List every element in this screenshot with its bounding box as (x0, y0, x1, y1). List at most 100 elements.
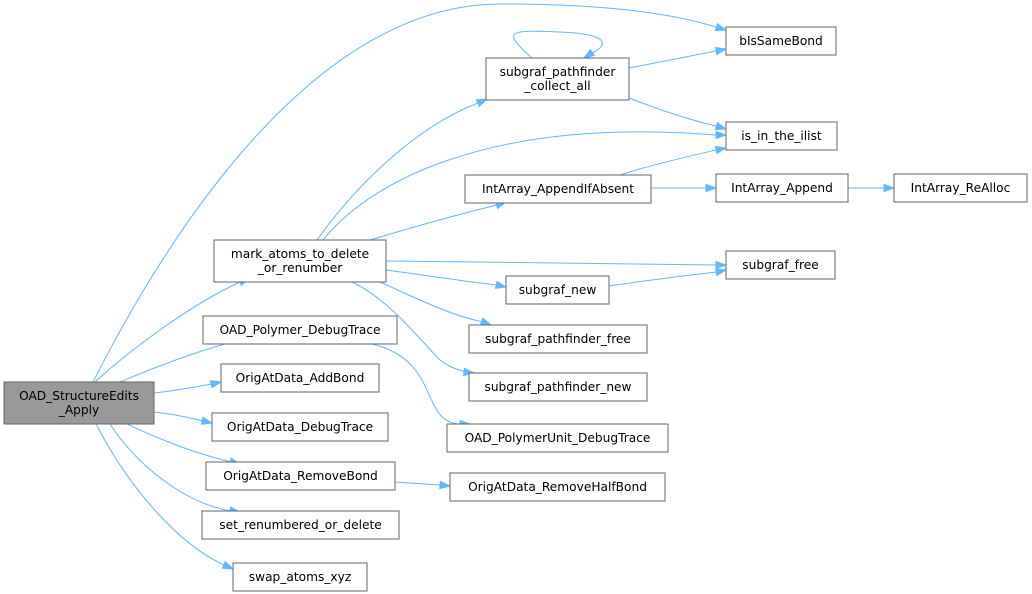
node-mark-atoms[interactable]: mark_atoms_to_delete_or_renumber (213, 239, 387, 283)
node-label: is_in_the_ilist (741, 129, 822, 143)
edge-mark_atoms-to-intarray_append_abs (369, 201, 508, 241)
node-set-renumbered[interactable]: set_renumbered_or_delete (201, 510, 400, 540)
node-label: OAD_PolymerUnit_DebugTrace (465, 431, 651, 445)
edge-line (385, 260, 717, 266)
edge-root-to-swap_atoms (95, 423, 235, 570)
arrowhead-icon (209, 380, 223, 389)
edge-line (379, 281, 484, 323)
node-label: OrigAtData_DebugTrace (227, 420, 373, 434)
node-box (464, 174, 652, 204)
node-label: set_renumbered_or_delete (219, 518, 382, 532)
arrowhead-icon (715, 260, 728, 270)
node-label: swap_atoms_xyz (249, 570, 351, 584)
node-label: _or_renumber (257, 261, 343, 275)
node-box (725, 26, 837, 56)
arrowhead-icon (200, 416, 214, 425)
node-orig-removehalf[interactable]: OrigAtData_RemoveHalfBond (449, 472, 666, 502)
edge-intarray_append-to-intarray_realloc (848, 183, 896, 193)
edge-mark_atoms-to-subgraf_free (385, 260, 728, 270)
node-bissamebond[interactable]: bIsSameBond (725, 26, 837, 56)
edge-line (371, 343, 462, 425)
edge-root-to-bissamebond (92, 3, 728, 383)
node-label: IntArray_Append (731, 181, 833, 195)
node-box (485, 57, 630, 101)
node-box (505, 275, 610, 305)
arrowhead-icon (714, 46, 728, 56)
edge-orig_removebond-to-orig_removehalf (394, 480, 452, 490)
node-box (468, 324, 648, 354)
edge-line (109, 423, 233, 512)
edge-intarray_append_abs-to-intarray_append (651, 183, 718, 193)
node-polymerunit-debug[interactable]: OAD_PolymerUnit_DebugTrace (446, 423, 669, 453)
edge-root-to-orig_debug (153, 411, 214, 425)
edge-intarray_append_abs-to-is_in_ilist (619, 145, 728, 176)
node-is-in-ilist[interactable]: is_in_the_ilist (725, 121, 838, 151)
edge-line (628, 97, 717, 127)
node-box (715, 173, 849, 203)
node-label: OrigAtData_AddBond (236, 371, 365, 385)
node-root[interactable]: OAD_StructureEdits_Apply (3, 381, 155, 425)
edge-line (95, 423, 225, 566)
node-subgraf-free[interactable]: subgraf_free (725, 250, 836, 280)
edge-pathfinder_collect-to-is_in_ilist (628, 97, 728, 131)
node-label: _collect_all (523, 79, 590, 93)
node-polymer-debug[interactable]: OAD_Polymer_DebugTrace (202, 315, 398, 345)
arrowhead-icon (715, 130, 728, 140)
node-subgraf-new[interactable]: subgraf_new (505, 275, 610, 305)
call-graph-nodes: OAD_StructureEdits_Apply mark_atoms_to_de… (3, 26, 1028, 592)
node-intarray-realloc[interactable]: IntArray_ReAlloc (893, 173, 1028, 203)
edge-pathfinder_collect-to-bissamebond (628, 46, 728, 69)
arrowhead-icon (714, 121, 728, 131)
node-orig-debug[interactable]: OrigAtData_DebugTrace (211, 412, 389, 442)
node-box (232, 562, 368, 592)
node-box (725, 121, 838, 151)
node-label: subgraf_pathfinder_free (485, 332, 631, 346)
node-orig-removebond[interactable]: OrigAtData_RemoveBond (205, 461, 396, 491)
edge-line (513, 30, 603, 59)
edge-line (92, 3, 717, 383)
node-box (202, 315, 398, 345)
node-box (201, 510, 400, 540)
node-label: subgraf_pathfinder (500, 65, 617, 79)
node-label: _Apply (58, 403, 100, 417)
edge-line (619, 149, 717, 176)
node-box (220, 363, 380, 393)
node-box (725, 250, 836, 280)
node-intarray-append-abs[interactable]: IntArray_AppendIfAbsent (464, 174, 652, 204)
node-label: mark_atoms_to_delete (231, 247, 369, 261)
node-label: bIsSameBond (739, 34, 823, 48)
node-swap-atoms[interactable]: swap_atoms_xyz (232, 562, 368, 592)
edge-line (394, 481, 441, 486)
edge-line (351, 281, 466, 373)
edge-line (126, 423, 233, 463)
edge-mark_atoms-to-pathfinder_collect (316, 98, 489, 241)
arrowhead-icon (705, 183, 718, 193)
node-orig-addbond[interactable]: OrigAtData_AddBond (220, 363, 380, 393)
node-label: OAD_StructureEdits (19, 389, 139, 403)
edge-line (316, 102, 479, 241)
node-box (468, 372, 648, 402)
arrowhead-icon (714, 22, 728, 32)
node-label: OrigAtData_RemoveHalfBond (468, 480, 647, 494)
edge-line (322, 131, 717, 241)
arrowhead-icon (883, 183, 896, 193)
arrowhead-icon (221, 560, 235, 570)
node-label: subgraf_new (519, 283, 597, 297)
edge-line (369, 204, 498, 241)
node-label: OAD_Polymer_DebugTrace (219, 323, 380, 337)
node-label: IntArray_ReAlloc (911, 181, 1011, 195)
node-intarray-append[interactable]: IntArray_Append (715, 173, 849, 203)
arrowhead-icon (494, 280, 508, 289)
node-pathfinder-collect[interactable]: subgraf_pathfinder_collect_all (485, 57, 630, 101)
edge-pathfinder_collect-to-pathfinder_collect (513, 30, 603, 59)
arrowhead-icon (479, 317, 493, 326)
arrowhead-icon (582, 48, 596, 59)
arrowhead-icon (714, 145, 728, 155)
edge-line (153, 383, 213, 394)
arrowhead-icon (714, 267, 728, 277)
node-pathfinder-free[interactable]: subgraf_pathfinder_free (468, 324, 648, 354)
node-label: OrigAtData_RemoveBond (223, 469, 378, 483)
arrowhead-icon (475, 98, 489, 108)
node-pathfinder-new[interactable]: subgraf_pathfinder_new (468, 372, 648, 402)
